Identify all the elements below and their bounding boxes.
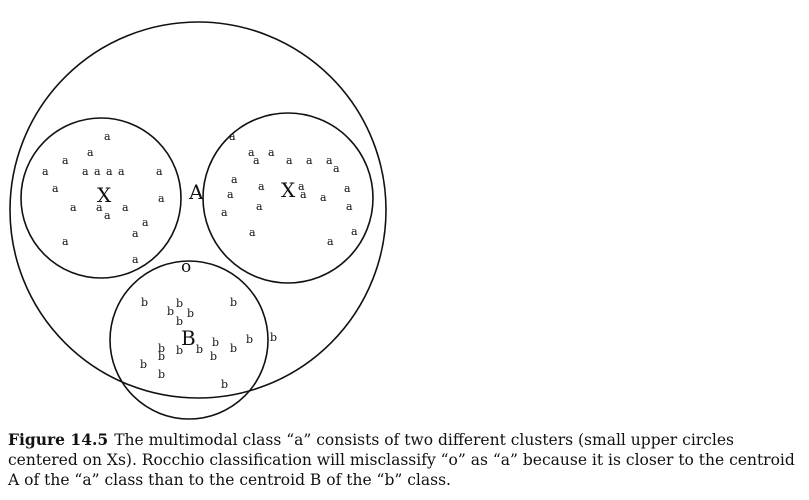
class-b-circle <box>109 260 269 420</box>
class-a-point-14: a <box>122 201 129 214</box>
cluster-right-centroid-x: X <box>281 178 296 202</box>
figure-number: Figure 14.5 <box>8 430 109 449</box>
centroid-b-label: B <box>181 326 196 350</box>
class-a-point-10: a <box>52 182 59 195</box>
class-a-point-36: a <box>256 200 263 213</box>
class-b-point-9: b <box>158 342 165 355</box>
class-a-point-2: a <box>87 146 94 159</box>
class-a-point-13: a <box>96 201 103 214</box>
class-a-point-38: a <box>249 226 256 239</box>
class-a-point-9: a <box>156 165 163 178</box>
class-a-point-15: a <box>104 209 111 222</box>
class-b-point-7: b <box>270 331 277 344</box>
class-a-point-31: a <box>298 180 305 193</box>
class-a-point-35: a <box>227 188 234 201</box>
class-a-point-34: a <box>346 200 353 213</box>
class-a-point-7: a <box>106 165 113 178</box>
class-b-point-12: b <box>212 336 219 349</box>
caption-text: The multimodal class “a” consists of two… <box>8 431 795 489</box>
class-b-point-6: b <box>176 315 183 328</box>
class-a-point-21: a <box>248 146 255 159</box>
class-b-point-8: b <box>246 333 253 346</box>
class-a-point-8: a <box>118 165 125 178</box>
class-b-point-11: b <box>196 343 203 356</box>
class-b-point-15: b <box>158 350 165 363</box>
class-a-point-26: a <box>326 154 333 167</box>
class-a-point-27: a <box>333 162 340 175</box>
class-a-point-23: a <box>253 154 260 167</box>
class-b-point-17: b <box>158 368 165 381</box>
outlier-o-label: o <box>181 257 191 277</box>
class-a-point-37: a <box>221 206 228 219</box>
class-b-point-2: b <box>176 297 183 310</box>
class-a-point-20: a <box>229 130 236 143</box>
class-b-point-14: b <box>210 350 217 363</box>
class-a-point-30: a <box>344 182 351 195</box>
class-a-point-29: a <box>258 180 265 193</box>
class-b-point-5: b <box>187 307 194 320</box>
class-b-point-4: b <box>167 305 174 318</box>
class-a-point-40: a <box>351 225 358 238</box>
class-a-point-1: a <box>104 130 111 143</box>
cluster-left-circle <box>20 117 182 279</box>
class-a-point-39: a <box>327 235 334 248</box>
class-a-point-33: a <box>300 188 307 201</box>
class-a-point-19: a <box>132 253 139 266</box>
class-a-point-3: a <box>62 154 69 167</box>
class-a-point-11: a <box>158 192 165 205</box>
class-a-point-5: a <box>82 165 89 178</box>
class-b-point-18: b <box>221 378 228 391</box>
cluster-right-circle <box>202 112 374 284</box>
class-a-outer-circle <box>9 21 387 399</box>
class-a-point-18: a <box>62 235 69 248</box>
class-a-point-6: a <box>94 165 101 178</box>
class-a-point-24: a <box>286 154 293 167</box>
class-a-point-17: a <box>132 227 139 240</box>
class-b-point-10: b <box>176 344 183 357</box>
class-a-point-28: a <box>231 173 238 186</box>
centroid-a-label: A <box>188 180 204 204</box>
class-a-point-25: a <box>306 154 313 167</box>
class-a-point-16: a <box>142 216 149 229</box>
class-a-point-12: a <box>70 201 77 214</box>
class-b-point-1: b <box>141 296 148 309</box>
class-b-point-3: b <box>230 296 237 309</box>
cluster-left-centroid-x: X <box>97 183 112 207</box>
class-a-point-32: a <box>320 191 327 204</box>
class-a-point-22: a <box>268 146 275 159</box>
class-b-point-13: b <box>230 342 237 355</box>
class-a-point-4: a <box>42 165 49 178</box>
class-b-point-16: b <box>140 358 147 371</box>
